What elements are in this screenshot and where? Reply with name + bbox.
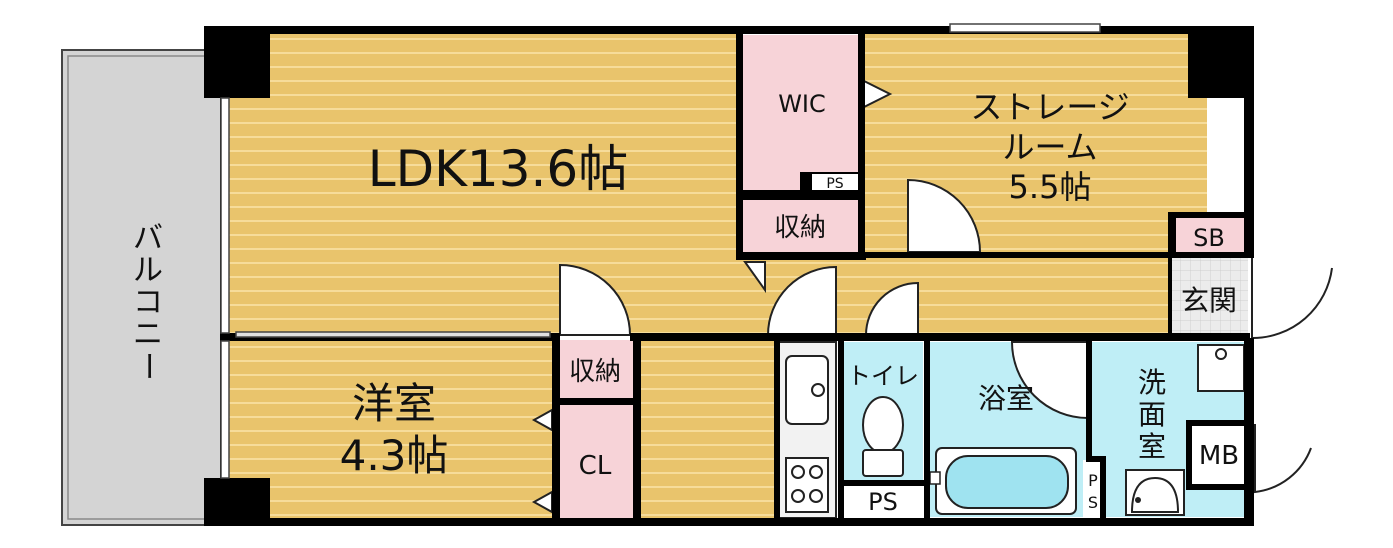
western-room-size: 4.3帖 <box>340 431 449 480</box>
ps-bath-label-s: S <box>1088 493 1098 512</box>
balcony-label-1: バ <box>133 221 163 256</box>
door-markers <box>531 78 893 514</box>
balcony-label-2: ル <box>133 253 163 288</box>
western-room-label: 洋室 <box>352 379 436 428</box>
labels: LDK13.6帖 ストレージ ルーム 5.5帖 洋室 4.3帖 WIC PS 収… <box>130 88 1239 516</box>
door-entrance <box>1251 258 1333 340</box>
door-ldk-western <box>559 263 632 336</box>
washing-machine-icon <box>1197 344 1245 392</box>
toilet-icon <box>862 396 904 477</box>
bathtub-icon <box>929 447 1077 515</box>
wic-area <box>742 35 860 190</box>
ldk-label: LDK13.6帖 <box>368 140 628 198</box>
windows <box>220 23 1101 479</box>
entrance-label: 玄関 <box>1181 284 1237 317</box>
door-hall-2 <box>864 281 919 336</box>
hall-floor <box>638 340 778 525</box>
door-storage <box>907 178 982 253</box>
washroom-label-1: 洗 <box>1138 366 1166 399</box>
washroom-label-3: 室 <box>1138 430 1166 463</box>
bathroom-label: 浴室 <box>978 382 1034 415</box>
storage-room-label-2: ルーム <box>1002 128 1097 166</box>
cl-area <box>557 404 633 520</box>
ps-wic-label: PS <box>826 176 843 192</box>
storage-room-size: 5.5帖 <box>1009 168 1092 206</box>
balcony-label-4: ニ <box>133 317 163 352</box>
closets <box>557 35 1245 520</box>
ps-toilet-area <box>843 484 923 520</box>
wic-label: WIC <box>778 90 826 118</box>
washroom-label-2: 面 <box>1138 398 1166 431</box>
entrance-area <box>1170 258 1248 338</box>
closet-lower-area <box>557 340 633 400</box>
western-room-floor <box>224 340 552 525</box>
mb-area <box>1190 424 1247 484</box>
sb-label: SB <box>1193 224 1225 252</box>
storage-room-label-1: ストレージ <box>970 88 1129 126</box>
balcony-label-3: コ <box>133 285 163 320</box>
closet-upper-area <box>742 200 860 252</box>
sb-area <box>1170 218 1245 256</box>
closet-lower-label: 収納 <box>569 357 621 387</box>
door-hall-1 <box>766 265 837 336</box>
column-bottom-left <box>204 478 270 526</box>
closet-upper-label: 収納 <box>774 213 826 243</box>
wash-basin-icon <box>1125 469 1185 516</box>
cl-label: CL <box>579 451 612 481</box>
mb-label: MB <box>1199 441 1239 471</box>
ps-toilet-label: PS <box>868 488 898 516</box>
sink-icon <box>785 355 829 425</box>
toilet-label: トイレ <box>847 362 919 390</box>
ps-bath-label-p: P <box>1088 471 1098 490</box>
balcony-label-5: ー <box>130 351 165 381</box>
kitchen-counter <box>777 341 837 519</box>
stove-icon <box>785 457 829 513</box>
door-swings <box>559 178 1333 494</box>
ps-bath-area <box>1083 460 1103 518</box>
column-top-right <box>1188 26 1254 98</box>
column-top-left <box>204 26 270 98</box>
balcony <box>61 49 228 526</box>
door-bath <box>1010 341 1089 420</box>
door-mb <box>1254 424 1312 494</box>
